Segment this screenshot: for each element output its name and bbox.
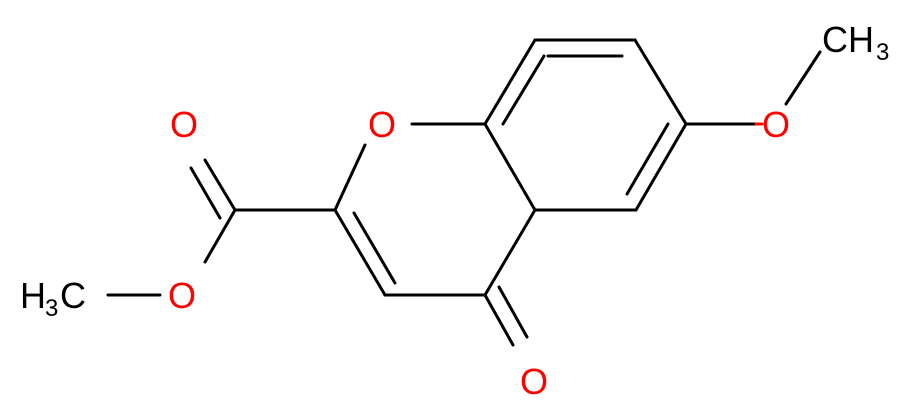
bond-c7-c6-inner: [625, 122, 670, 196]
bond-c4a-c8a: [483, 38, 537, 126]
methoxy-oxygen-label: O: [762, 104, 790, 145]
bond-c-ester-o-carbonyl-b: [189, 166, 222, 220]
ester-methyl-label-h: H: [20, 275, 46, 316]
bond-c-ester-o-alkoxy: [203, 208, 237, 264]
ester-methyl-label-c: C: [60, 275, 86, 316]
bond-c2-c3: [333, 208, 387, 297]
methoxy-methyl-subscript: 3: [876, 39, 889, 66]
bond-c4a-c8a-inner: [501, 54, 546, 126]
bond-c4-c4a: [483, 208, 537, 297]
bond-o1-c2: [333, 143, 367, 212]
bond-c2-c3-inner: [352, 211, 397, 285]
bond-o-methoxy-ch3: [784, 50, 822, 106]
ester-carbonyl-oxygen-label: O: [170, 104, 198, 145]
bond-c-ester-o-carbonyl-a: [203, 158, 237, 212]
bond-c7-c6: [634, 122, 688, 212]
bond-c4-o-ketone-b: [497, 285, 529, 339]
ester-methyl-subscript: 3: [45, 295, 58, 322]
methoxy-methyl-label: CH: [822, 19, 874, 60]
bond-c5-c4a: [483, 122, 537, 212]
ring-oxygen-label: O: [368, 104, 396, 145]
ketone-oxygen-label: O: [520, 361, 548, 402]
bond-c4-o-ketone-a: [483, 293, 515, 347]
ester-alkoxy-oxygen-label: O: [168, 275, 196, 316]
bond-c8-c7: [633, 38, 688, 126]
